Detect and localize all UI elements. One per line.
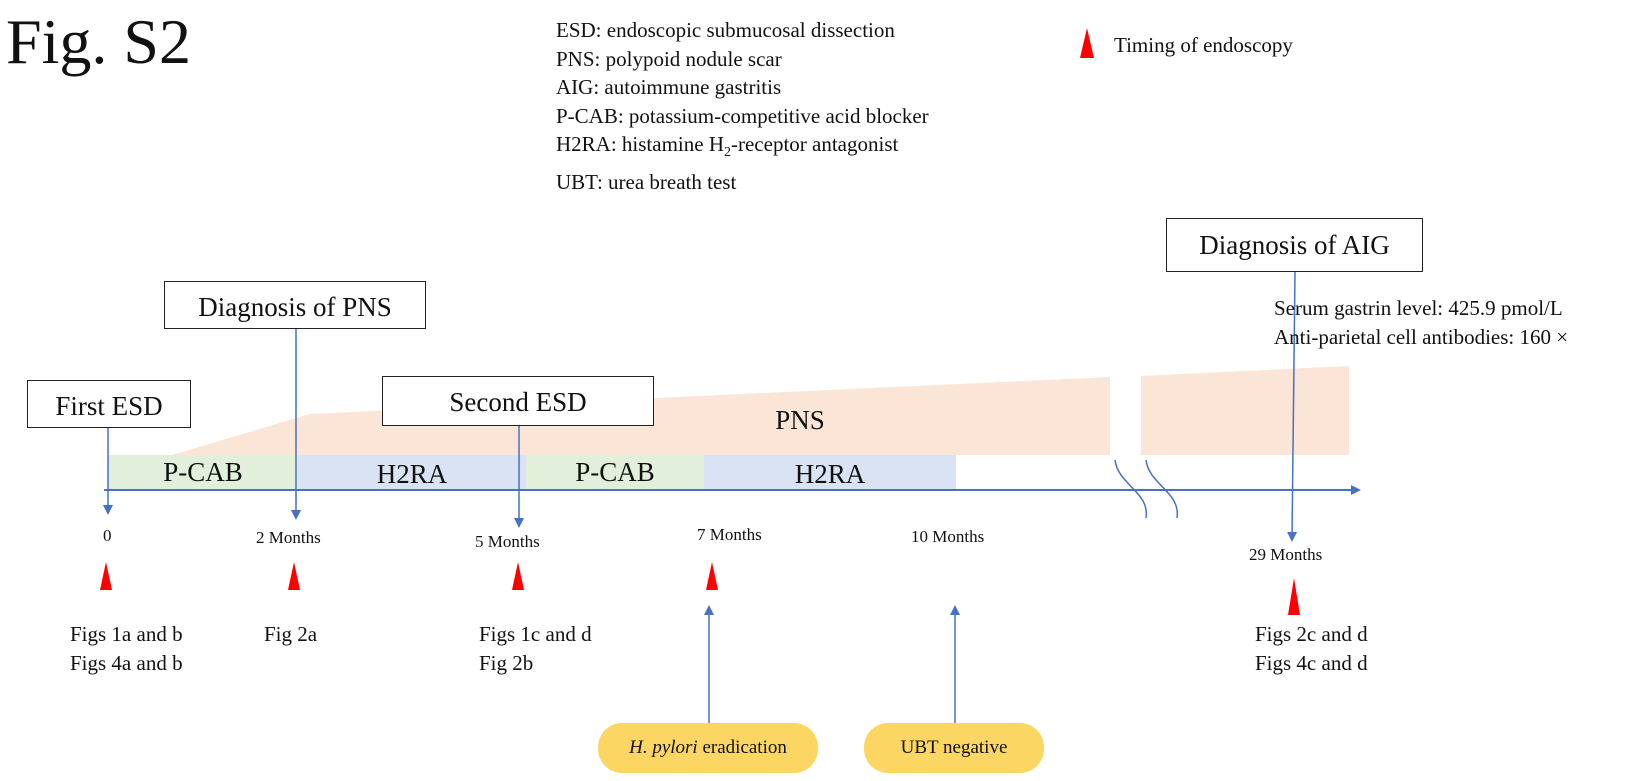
endoscopy-legend: Timing of endoscopy (1080, 28, 1293, 59)
endoscopy-marker-icon (100, 562, 112, 590)
pns-band-label: PNS (775, 405, 825, 435)
eradication-text: eradication (697, 737, 787, 758)
endoscopy-marker-icon (288, 562, 300, 590)
figure-refs-29: Figs 2c and d Figs 4c and d (1255, 620, 1368, 678)
abbrev-h2ra-pre: H2RA: histamine H (556, 132, 724, 156)
figure-ref: Figs 1a and b (70, 622, 183, 646)
timepoint-label: 2 Months (256, 528, 321, 547)
figure-ref: Figs 4a and b (70, 651, 183, 675)
arrow-diagnosis-aig (1287, 271, 1298, 542)
red-triangle-icon (1080, 28, 1094, 58)
figure-refs-5: Figs 1c and d Fig 2b (479, 620, 592, 678)
abbrev-aig: AIG: autoimmune gastritis (556, 75, 782, 99)
abbrev-h2ra-sub: 2 (724, 145, 731, 161)
figure-ref: Fig 2b (479, 651, 534, 675)
serum-gastrin: Serum gastrin level: 425.9 pmol/L (1274, 296, 1563, 320)
figure-refs-0: Figs 1a and b Figs 4a and b (70, 620, 183, 678)
pill-ubt-negative: UBT negative (864, 723, 1044, 773)
event-box-diagnosis-pns: Diagnosis of PNS (164, 281, 426, 329)
abbreviation-list: ESD: endoscopic submucosal dissection PN… (556, 16, 929, 196)
abbrev-esd: ESD: endoscopic submucosal dissection (556, 18, 895, 42)
figure-ref: Figs 2c and d (1255, 622, 1368, 646)
medication-band-h2ra-2 (704, 455, 956, 489)
timepoint-label: 29 Months (1249, 545, 1323, 564)
medication-label: H2RA (376, 459, 448, 489)
medication-band-pcab-2 (526, 455, 704, 489)
abbrev-pcab: P-CAB: potassium-competitive acid blocke… (556, 103, 929, 128)
axis-break-left (1114, 459, 1147, 519)
endoscopy-marker-icon (512, 562, 524, 590)
pns-band-2 (1141, 366, 1349, 455)
abbrev-ubt: UBT: urea breath test (556, 169, 737, 194)
endoscopy-marker-icon (706, 562, 718, 590)
endoscopy-marker-icon (1288, 578, 1300, 615)
medication-label: P-CAB (575, 457, 655, 487)
anti-parietal-antibodies: Anti-parietal cell antibodies: 160 × (1274, 325, 1569, 349)
medication-label: P-CAB (163, 457, 243, 487)
timepoint-label: 7 Months (697, 525, 762, 544)
aig-findings: Serum gastrin level: 425.9 pmol/L Anti-p… (1274, 294, 1568, 352)
abbrev-h2ra: H2RA: histamine H2-receptor antagonist (556, 130, 929, 168)
medication-band-pcab-1 (108, 455, 298, 489)
figure-ref: Fig 2a (264, 622, 318, 646)
timepoint-label: 5 Months (475, 532, 540, 551)
event-box-diagnosis-aig: Diagnosis of AIG (1166, 218, 1423, 272)
medication-band-h2ra-1 (298, 455, 526, 489)
figure-title: Fig. S2 (6, 6, 191, 77)
figure-ref: Figs 4c and d (1255, 651, 1368, 675)
abbrev-pns: PNS: polypoid nodule scar (556, 46, 782, 71)
abbrev-h2ra-post: -receptor antagonist (731, 132, 899, 156)
figure-refs-2: Fig 2a (264, 620, 317, 649)
endoscopy-legend-label: Timing of endoscopy (1114, 33, 1293, 57)
figure-ref: Figs 1c and d (479, 622, 592, 646)
eradication-italic: H. pylori (629, 737, 698, 758)
event-box-second-esd: Second ESD (382, 376, 654, 426)
pill-hpylori-eradication: H. pylori eradication (598, 723, 818, 773)
axis-break-right (1145, 459, 1178, 519)
medication-label: H2RA (794, 459, 866, 489)
timepoint-label: 10 Months (911, 527, 985, 546)
event-box-first-esd: First ESD (27, 380, 191, 428)
timepoint-label: 0 (103, 526, 112, 545)
